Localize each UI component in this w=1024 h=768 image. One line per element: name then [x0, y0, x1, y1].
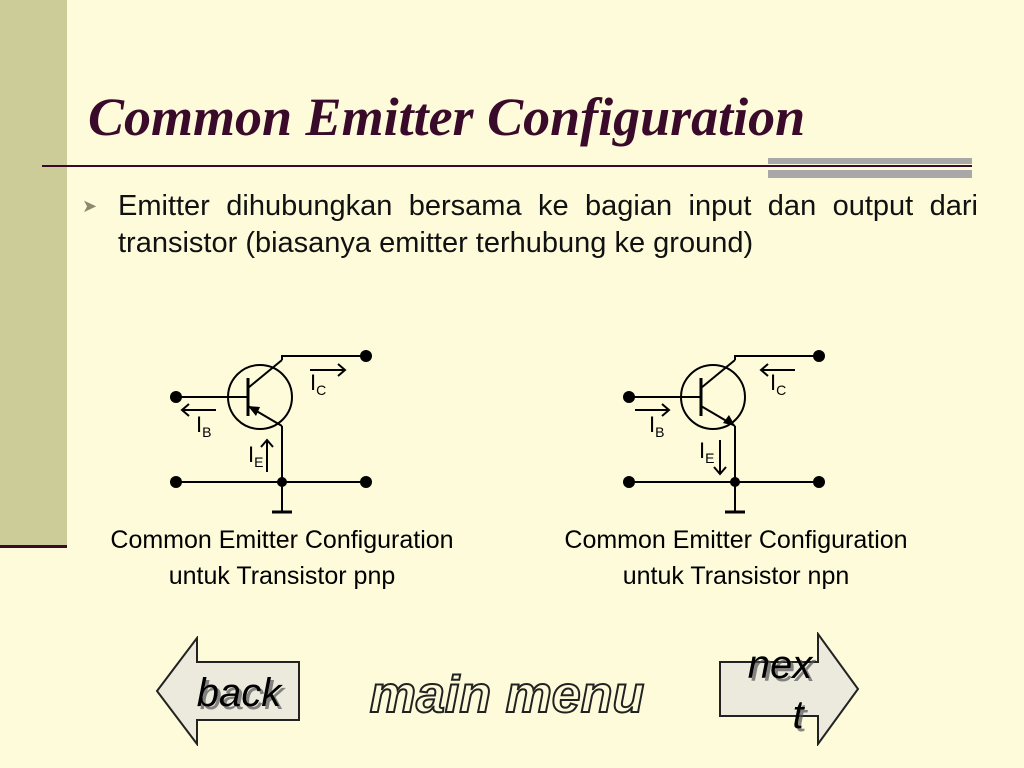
collector-wire — [281, 355, 366, 360]
back-label[interactable]: back — [197, 671, 283, 715]
bullet-item: ➤ Emitter dihubungkan bersama ke bagian … — [82, 188, 978, 262]
main-menu-button[interactable]: main menu — [352, 660, 662, 730]
output-ground-terminal — [813, 476, 825, 488]
ib-label: IB — [196, 412, 211, 440]
input-ground-terminal — [623, 476, 635, 488]
sidebar-band — [0, 0, 67, 546]
pnp-caption-line1: Common Emitter Configuration — [110, 526, 454, 554]
sidebar-divider — [0, 545, 67, 548]
title-underline — [42, 165, 972, 167]
ic-label: IC — [310, 370, 326, 398]
output-ground-terminal — [360, 476, 372, 488]
junction-node — [730, 477, 740, 487]
collector-lead — [700, 359, 736, 389]
next-label-line2[interactable]: t — [792, 693, 805, 737]
npn-caption-line2: untuk Transistor npn — [622, 562, 850, 590]
junction-node — [277, 477, 287, 487]
bullet-text: Emitter dihubungkan bersama ke bagian in… — [118, 190, 978, 259]
input-ground-terminal — [170, 476, 182, 488]
back-button[interactable]: back — [155, 636, 305, 746]
pnp-caption-line2: untuk Transistor pnp — [168, 562, 396, 590]
output-terminal — [813, 350, 825, 362]
collector-wire — [734, 355, 819, 360]
ie-label: IE — [699, 438, 714, 466]
pnp-circuit-diagram: IC IB IE — [170, 350, 372, 514]
decor-bar-top — [768, 158, 972, 164]
npn-caption: Common Emitter Configuration untuk Trans… — [528, 522, 944, 594]
ic-label: IC — [770, 370, 786, 398]
input-terminal — [623, 391, 635, 403]
npn-caption-line1: Common Emitter Configuration — [564, 526, 908, 554]
collector-lead — [247, 359, 283, 389]
next-label-line1[interactable]: nex — [748, 643, 814, 687]
output-terminal — [360, 350, 372, 362]
npn-circuit-diagram: IC IB IE — [623, 350, 825, 514]
slide-title: Common Emitter Configuration — [88, 87, 806, 147]
input-terminal — [170, 391, 182, 403]
decor-bar-bottom — [768, 170, 972, 178]
next-button[interactable]: nex t — [718, 632, 860, 746]
ie-label: IE — [248, 442, 263, 470]
pnp-emitter-arrow — [248, 406, 260, 416]
ib-label: IB — [649, 412, 664, 440]
back-arrow-icon[interactable] — [155, 636, 300, 746]
npn-emitter-arrow — [723, 415, 735, 426]
next-arrow-icon[interactable] — [719, 632, 860, 746]
arrow-bullet-icon: ➤ — [82, 196, 98, 216]
main-menu-label[interactable]: main menu — [369, 665, 646, 725]
pnp-caption: Common Emitter Configuration untuk Trans… — [74, 522, 490, 594]
